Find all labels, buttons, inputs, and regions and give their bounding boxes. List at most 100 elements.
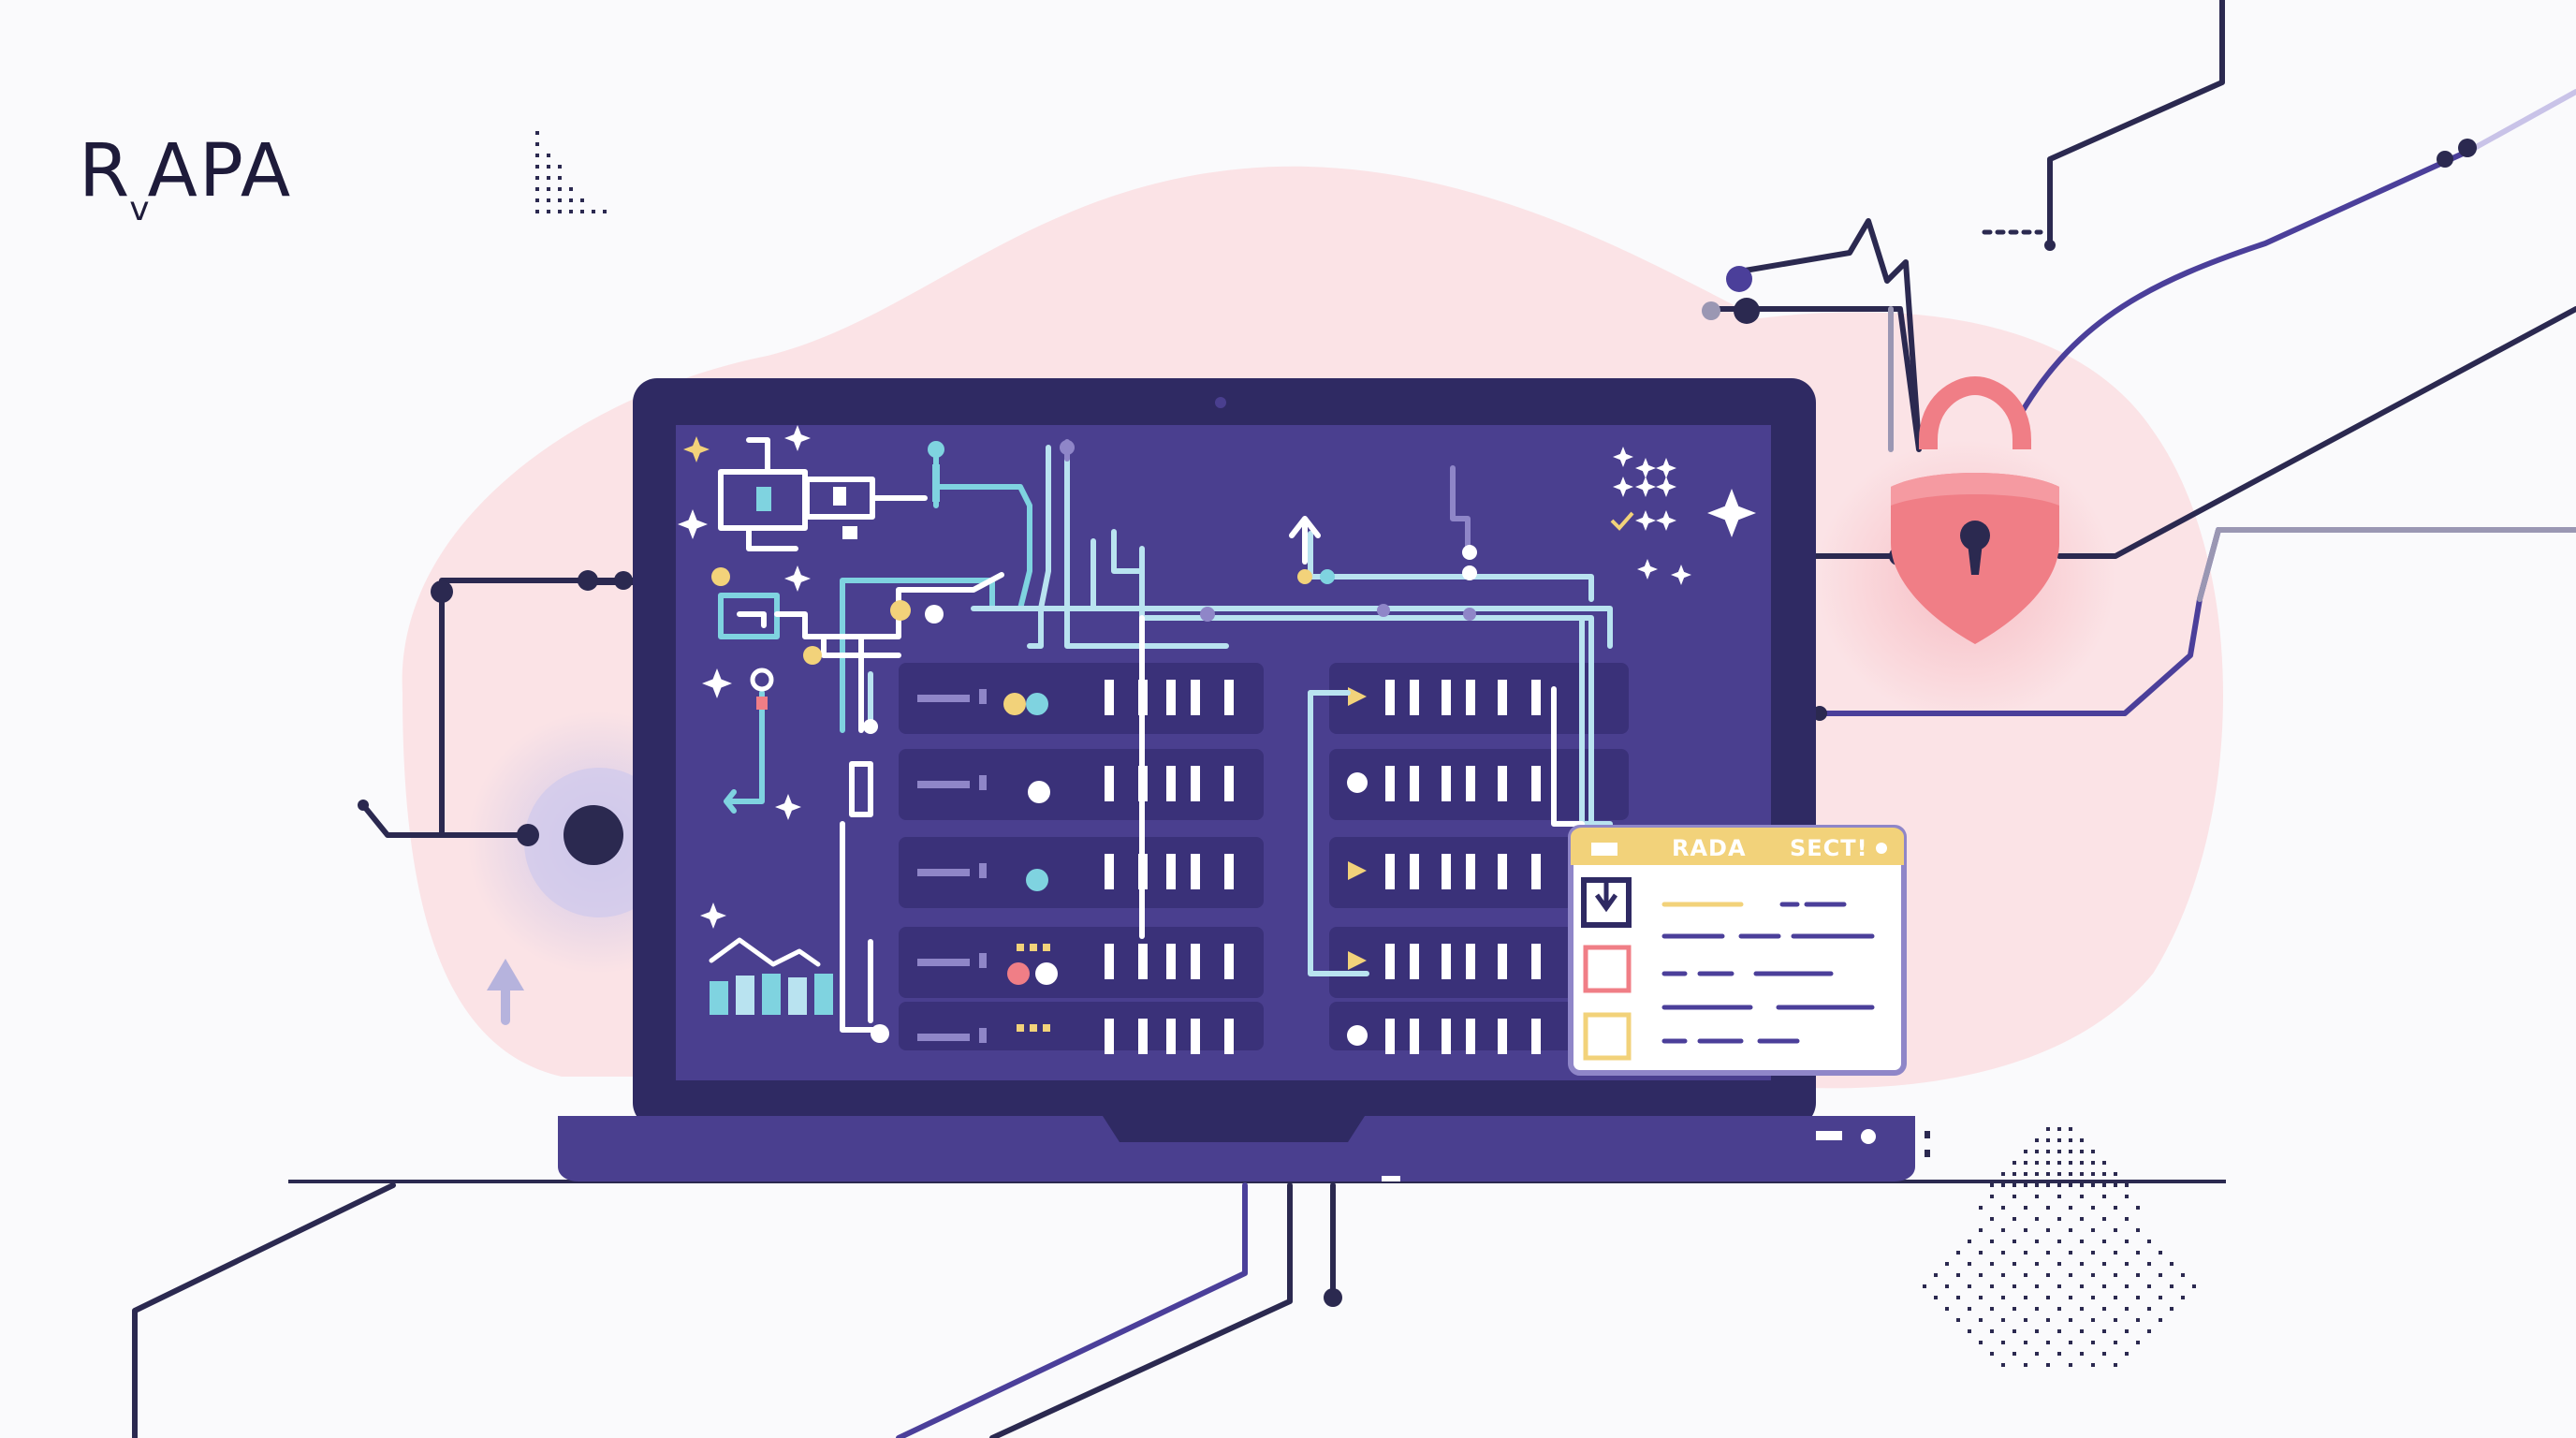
dot — [1979, 1273, 1983, 1277]
dot — [2046, 1138, 2050, 1142]
sparkle-icon — [678, 509, 708, 539]
dot — [2159, 1273, 2162, 1277]
dot — [1990, 1307, 1994, 1311]
dot — [2069, 1228, 2072, 1232]
dot — [1990, 1240, 1994, 1243]
dot — [2046, 1363, 2050, 1367]
dot — [2114, 1172, 2117, 1176]
rack-bar — [1224, 680, 1234, 715]
dot — [2035, 1352, 2039, 1356]
rack-bar — [1442, 766, 1451, 801]
dot — [2024, 1296, 2027, 1299]
dot — [2001, 1341, 2005, 1344]
rack-led — [979, 689, 987, 704]
dot-pattern-bottom — [1923, 1127, 2196, 1367]
dot — [1956, 1296, 1960, 1299]
dot — [2012, 1240, 2016, 1243]
dot — [2057, 1161, 2061, 1165]
dot — [1968, 1262, 1971, 1266]
dot — [2046, 1172, 2050, 1176]
panel-title-right: SECT! — [1790, 835, 1868, 861]
dot — [2181, 1273, 2185, 1277]
dot — [2091, 1161, 2095, 1165]
dot — [2057, 1307, 2061, 1311]
dot — [2147, 1329, 2151, 1333]
indicator-dot — [1026, 869, 1048, 891]
dot — [1990, 1352, 1994, 1356]
rack-bar — [1498, 944, 1507, 979]
rack-bar — [1385, 854, 1395, 889]
dot — [2114, 1341, 2117, 1344]
dot — [2102, 1240, 2106, 1243]
rack-bar — [1105, 854, 1114, 889]
dot — [2114, 1183, 2117, 1187]
rack-bar — [1466, 1019, 1475, 1054]
brand-logo-text: RvAPA — [79, 129, 292, 228]
dot — [2102, 1217, 2106, 1221]
sparkle-icon — [1613, 477, 1633, 497]
dot — [2057, 1352, 2061, 1356]
dot — [2001, 1296, 2005, 1299]
rack-bar — [1191, 1019, 1200, 1054]
dot — [2147, 1284, 2151, 1288]
rack-slot — [917, 695, 970, 702]
check-icon — [1610, 511, 1634, 531]
dot — [2001, 1273, 2005, 1277]
sparkle-icon — [1635, 477, 1656, 497]
dot — [1956, 1318, 1960, 1322]
dot — [2024, 1251, 2027, 1255]
dot — [2012, 1307, 2016, 1311]
led — [1030, 944, 1037, 951]
dot — [2057, 1150, 2061, 1153]
dot — [2159, 1318, 2162, 1322]
dot — [2114, 1251, 2117, 1255]
panel-title-left: RADA — [1672, 835, 1747, 861]
dot — [2125, 1284, 2129, 1288]
dot — [2080, 1183, 2084, 1187]
brand-part-1: R — [79, 129, 132, 213]
dot — [2080, 1262, 2084, 1266]
dot — [2102, 1183, 2106, 1187]
dot — [2035, 1150, 2039, 1153]
dot — [2046, 1206, 2050, 1210]
sparkle-icon — [1671, 565, 1691, 585]
sparkle-icon — [678, 425, 1756, 929]
dot — [2136, 1318, 2140, 1322]
rack-bar — [1191, 766, 1200, 801]
rada-panel — [1568, 825, 1907, 1076]
sparkle-icon — [1635, 458, 1656, 478]
dot — [2046, 1318, 2050, 1322]
rack-bar — [1531, 680, 1541, 715]
dot — [2057, 1262, 2061, 1266]
rack-bar — [1224, 1019, 1234, 1054]
dot — [2136, 1206, 2140, 1210]
arrow-up-icon — [487, 959, 524, 1025]
indicator-dot — [1007, 962, 1030, 985]
dot — [2046, 1296, 2050, 1299]
dot — [1990, 1183, 1994, 1187]
dot — [2136, 1228, 2140, 1232]
rack-bar — [1498, 1019, 1507, 1054]
dot — [2091, 1318, 2095, 1322]
rack-led — [979, 953, 987, 968]
dot — [1934, 1273, 1938, 1277]
dot — [2114, 1363, 2117, 1367]
dot — [2012, 1329, 2016, 1333]
dot — [2091, 1341, 2095, 1344]
rack-bar — [1498, 854, 1507, 889]
dot — [2125, 1352, 2129, 1356]
dot — [2001, 1228, 2005, 1232]
rack-bar — [1498, 680, 1507, 715]
dot — [2024, 1183, 2027, 1187]
led — [1017, 944, 1024, 951]
rack-bar — [1410, 854, 1419, 889]
led — [1017, 1024, 1024, 1032]
dot — [1979, 1251, 1983, 1255]
rack-right — [1329, 927, 1629, 998]
dot — [2102, 1172, 2106, 1176]
dot — [2057, 1183, 2061, 1187]
dot — [2069, 1251, 2072, 1255]
dot — [2012, 1195, 2016, 1198]
indicator-dot — [1003, 693, 1026, 715]
rack-bar — [1138, 1019, 1148, 1054]
